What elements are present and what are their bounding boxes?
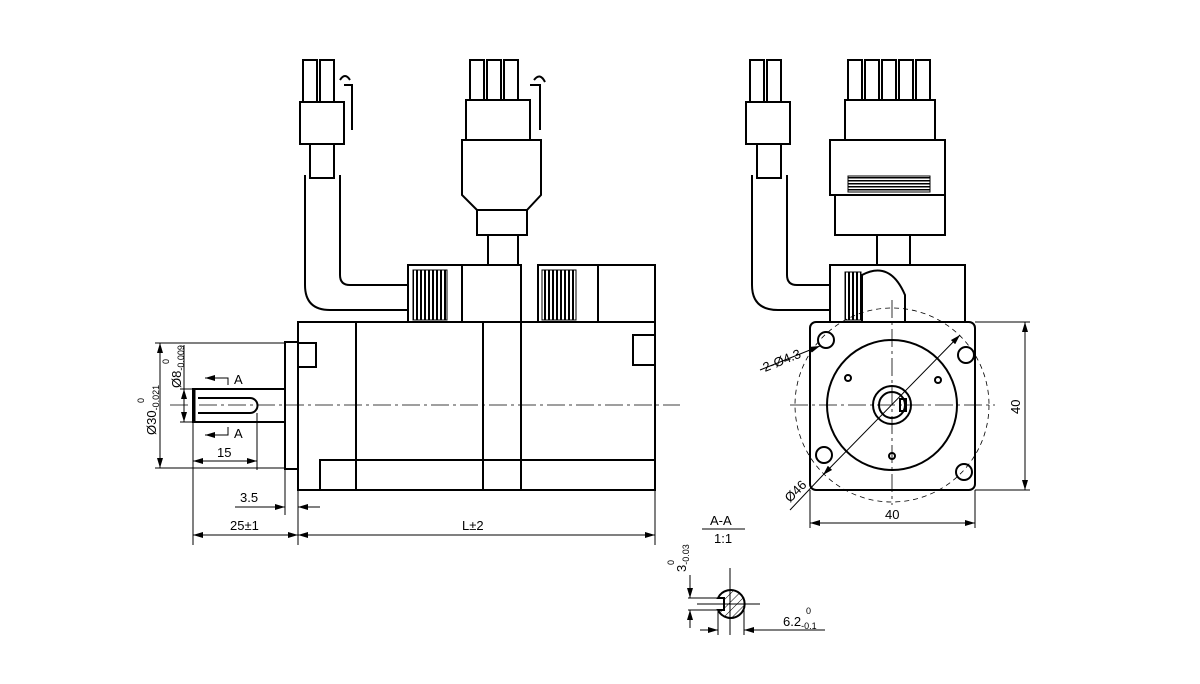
key-length-dim: 15	[217, 445, 231, 460]
flange-diameter-dim: Ø30-0.021	[144, 385, 161, 435]
flange	[284, 341, 299, 470]
section-marker-bottom: A	[234, 426, 243, 441]
shaft-diameter-dim: Ø8-0.009	[169, 345, 186, 388]
cable	[304, 175, 410, 311]
power-connector	[461, 59, 546, 266]
shaft	[192, 388, 286, 423]
square-width-dim: 40	[885, 507, 899, 522]
svg-text:0: 0	[136, 398, 146, 403]
shaft-length-dim: 25±1	[230, 518, 259, 533]
svg-text:0: 0	[161, 359, 171, 364]
section-a-a: A-A 1:1 3-0.03 0 6.2-0.1 0	[666, 513, 825, 635]
svg-text:0: 0	[666, 560, 676, 565]
body-length-dim: L±2	[462, 518, 484, 533]
section-title: A-A	[710, 513, 732, 528]
flange-thickness-dim: 3.5	[240, 490, 258, 505]
motor-body	[297, 321, 656, 491]
encoder-plug	[299, 59, 353, 179]
key-width-dim: 3-0.03	[674, 544, 691, 572]
section-marker-top: A	[234, 372, 243, 387]
section-scale: 1:1	[714, 531, 732, 546]
key-depth-dim: 6.2-0.1	[783, 614, 817, 631]
mounting-square	[809, 321, 976, 491]
svg-text:0: 0	[806, 606, 811, 616]
square-height-dim: 40	[1008, 400, 1023, 414]
pcd-dim: Ø46	[782, 477, 810, 505]
side-view: A A Ø8-0.009 0 Ø30-0.021 0 15 3.5 25±1	[136, 59, 680, 545]
front-view: 2-Ø4.3 Ø46 40 40	[745, 59, 1030, 528]
mount-holes-dim: 2-Ø4.3	[761, 346, 803, 375]
